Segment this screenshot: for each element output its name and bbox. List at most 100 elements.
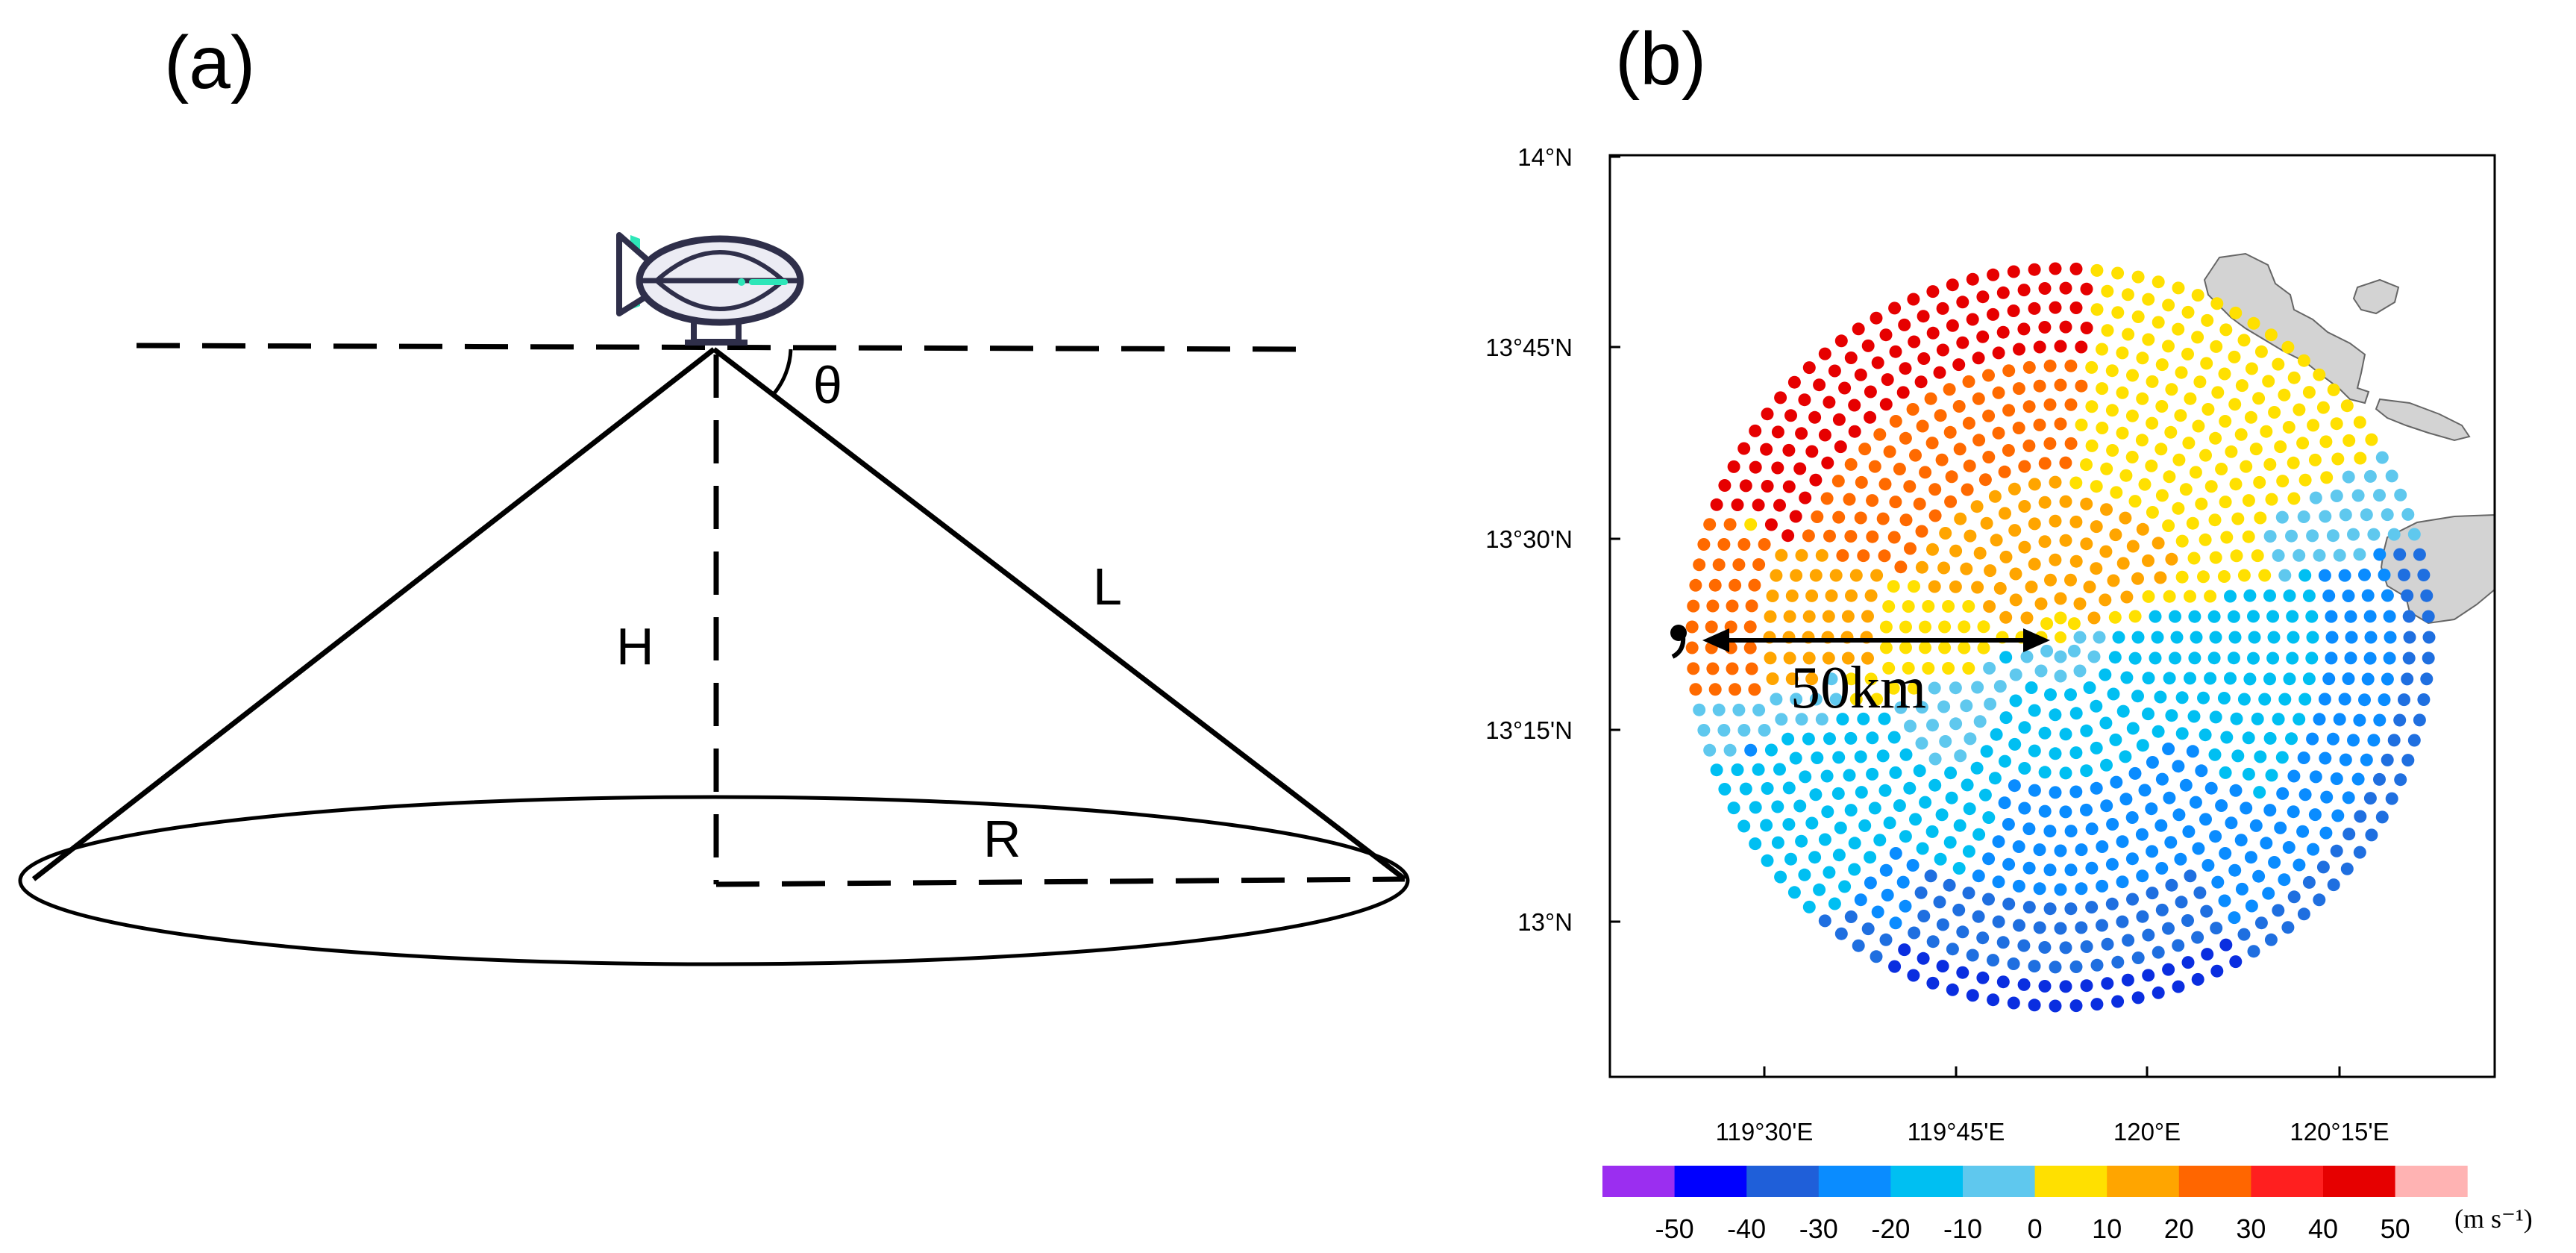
velocity-point xyxy=(1946,278,1959,292)
velocity-point xyxy=(2022,901,2036,914)
velocity-point xyxy=(2018,762,2031,775)
velocity-point xyxy=(1882,661,1896,675)
velocity-point xyxy=(2033,882,2046,896)
velocity-point xyxy=(2188,610,2201,623)
velocity-point xyxy=(1799,770,1812,784)
L-label: L xyxy=(1093,557,1122,616)
velocity-point xyxy=(1809,569,1823,582)
velocity-point xyxy=(1760,443,1773,456)
velocity-point xyxy=(2201,948,2214,961)
velocity-point xyxy=(2172,760,2185,773)
colorbar-tick-label: -40 xyxy=(1727,1213,1766,1244)
velocity-point xyxy=(2059,728,2072,741)
horizon-dashed-line xyxy=(136,343,1303,352)
velocity-point xyxy=(1809,788,1823,802)
velocity-point xyxy=(2211,875,2225,889)
velocity-point xyxy=(1935,453,1949,466)
velocity-point xyxy=(2028,263,2041,276)
velocity-point xyxy=(1984,564,1997,578)
velocity-point xyxy=(2002,857,2016,871)
velocity-point xyxy=(1844,530,1858,543)
velocity-point xyxy=(2163,672,2176,685)
velocity-point xyxy=(2309,491,2322,504)
velocity-point xyxy=(2017,322,2031,336)
velocity-point xyxy=(1980,745,1993,758)
velocity-point xyxy=(2028,301,2041,315)
velocity-point xyxy=(2272,549,2285,562)
velocity-point xyxy=(2320,471,2334,484)
velocity-point xyxy=(2044,573,2057,587)
velocity-point xyxy=(1770,569,1783,582)
velocity-point xyxy=(1887,580,1900,593)
velocity-point xyxy=(2263,672,2276,686)
velocity-point xyxy=(1962,375,1975,388)
velocity-point xyxy=(1899,748,1913,761)
velocity-point xyxy=(2155,489,2169,502)
velocity-point xyxy=(1712,703,1726,716)
velocity-point xyxy=(2111,266,2125,280)
velocity-point xyxy=(2258,693,2272,706)
velocity-point xyxy=(2146,375,2159,388)
velocity-point xyxy=(1771,461,1784,475)
velocity-point xyxy=(1925,825,1939,838)
velocity-point xyxy=(2331,452,2345,466)
velocity-point xyxy=(1924,392,1937,405)
velocity-point xyxy=(2193,886,2207,899)
velocity-point xyxy=(1825,672,1838,686)
velocity-point xyxy=(1919,620,1931,634)
velocity-point xyxy=(2107,687,2120,701)
velocity-point xyxy=(2013,343,2025,356)
velocity-point xyxy=(2101,977,2114,990)
velocity-point xyxy=(2012,840,2025,853)
velocity-point xyxy=(1834,927,1848,940)
velocity-point xyxy=(2266,652,2280,665)
velocity-point xyxy=(1956,296,1969,309)
velocity-point xyxy=(2276,787,2290,800)
velocity-point xyxy=(2128,495,2142,508)
velocity-point xyxy=(2296,437,2310,450)
velocity-point xyxy=(2208,748,2222,761)
velocity-point xyxy=(2298,569,2312,582)
velocity-point xyxy=(2073,664,2087,678)
velocity-point xyxy=(2353,416,2366,429)
colorbar-swatch xyxy=(2323,1166,2396,1197)
velocity-point xyxy=(1717,538,1731,551)
colorbar-swatch xyxy=(2251,1166,2324,1197)
velocity-point xyxy=(1782,781,1796,795)
x-tick-label: 120°15'E xyxy=(2290,1118,2389,1146)
velocity-point xyxy=(2378,568,2391,581)
velocity-point xyxy=(2002,818,2015,831)
velocity-point xyxy=(2401,507,2415,521)
velocity-point xyxy=(2067,617,2081,631)
velocity-point xyxy=(2384,631,2397,644)
velocity-point xyxy=(1844,731,1858,745)
velocity-point xyxy=(1996,325,2010,339)
velocity-point xyxy=(2020,611,2034,625)
velocity-point xyxy=(2217,692,2231,704)
velocity-point xyxy=(2282,841,2295,854)
velocity-point xyxy=(1943,425,1957,439)
velocity-point xyxy=(2190,631,2203,644)
velocity-point xyxy=(2293,403,2306,416)
velocity-point xyxy=(2293,858,2306,872)
velocity-point xyxy=(1868,802,1881,815)
theta-label: θ xyxy=(813,356,842,414)
velocity-point xyxy=(1836,713,1849,726)
velocity-point xyxy=(2080,458,2093,472)
map-frame xyxy=(1608,154,2496,1078)
velocity-point xyxy=(2227,652,2240,665)
velocity-point xyxy=(2195,764,2208,778)
velocity-point xyxy=(2111,306,2125,319)
velocity-point xyxy=(1889,766,1902,779)
velocity-point xyxy=(1906,403,1920,416)
velocity-point xyxy=(1809,693,1823,706)
velocity-point xyxy=(2307,843,2320,856)
velocity-point xyxy=(1832,751,1846,764)
velocity-point xyxy=(2059,766,2072,780)
velocity-point xyxy=(2330,844,2343,857)
velocity-point xyxy=(2330,490,2343,502)
velocity-point xyxy=(2373,772,2386,786)
velocity-point xyxy=(2043,825,2057,838)
velocity-point xyxy=(1811,752,1824,764)
velocity-point xyxy=(2215,799,2228,812)
